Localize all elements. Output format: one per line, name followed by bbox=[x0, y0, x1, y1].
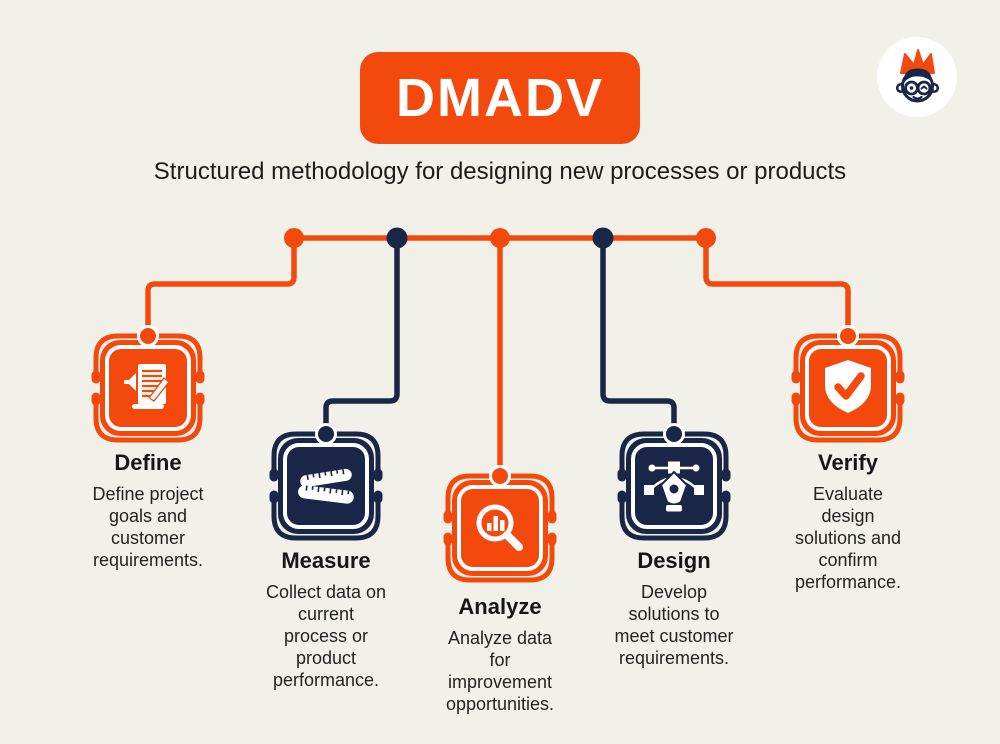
define-icon-box bbox=[91, 333, 205, 443]
document-pencil-icon bbox=[124, 364, 170, 409]
step-title-analyze: Analyze bbox=[458, 594, 542, 619]
node-dot bbox=[592, 227, 614, 249]
magnifier-bar-chart-icon bbox=[476, 504, 523, 551]
page-title: DMADV bbox=[396, 68, 604, 128]
measure-icon-box bbox=[269, 431, 383, 541]
analyze-icon-box bbox=[443, 473, 557, 583]
title-badge: DMADV bbox=[360, 52, 640, 144]
step-measure: Measure Collect data on current process … bbox=[241, 548, 411, 692]
step-title-measure: Measure bbox=[281, 548, 371, 573]
mascot-crown-logo-icon bbox=[877, 37, 957, 117]
node-dot bbox=[696, 228, 716, 248]
step-define: Define Define project goals and customer… bbox=[63, 450, 233, 572]
pen-tool-icon bbox=[644, 461, 704, 512]
page-subtitle: Structured methodology for designing new… bbox=[153, 158, 847, 185]
step-desc-verify: Evaluate design solutions and confirm pe… bbox=[794, 484, 902, 592]
step-design: Design Develop solutions to meet custome… bbox=[589, 548, 759, 670]
step-desc-analyze: Analyze data for improvement opportuniti… bbox=[445, 628, 555, 714]
step-analyze: Analyze Analyze data for improvement opp… bbox=[415, 594, 585, 716]
step-title-verify: Verify bbox=[818, 450, 878, 475]
design-icon-box bbox=[617, 431, 731, 541]
verify-icon-box bbox=[791, 333, 905, 443]
step-title-design: Design bbox=[637, 548, 711, 573]
step-desc-design: Develop solutions to meet customer requi… bbox=[614, 582, 734, 668]
step-desc-define: Define project goals and customer requir… bbox=[92, 484, 204, 570]
step-title-define: Define bbox=[114, 450, 182, 475]
shield-check-icon bbox=[825, 360, 871, 413]
step-verify: Verify Evaluate design solutions and con… bbox=[763, 450, 933, 594]
node-dot bbox=[386, 227, 408, 249]
node-dot bbox=[490, 228, 510, 248]
node-dot bbox=[284, 228, 304, 248]
measuring-tape-icon bbox=[298, 468, 354, 504]
step-desc-measure: Collect data on current process or produ… bbox=[265, 582, 387, 690]
